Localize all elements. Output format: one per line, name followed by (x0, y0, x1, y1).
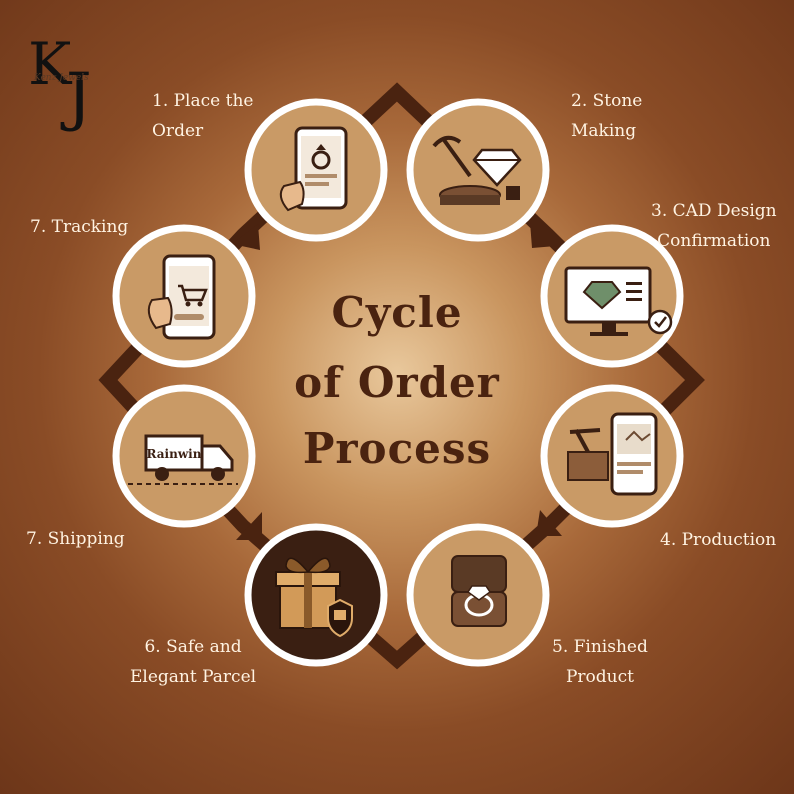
step-4-label: 4. Production (660, 530, 777, 550)
step-3-node (540, 224, 684, 368)
truck-icon: Rainwin (128, 434, 238, 485)
title-line-2: of Order (294, 358, 500, 407)
factory-phone-icon (567, 412, 658, 496)
arrow-head-2-3 (530, 222, 556, 248)
monitor-cad-icon (564, 266, 673, 336)
step-1-label: 1. Place the Order (152, 91, 254, 141)
title-line-3: Process (302, 424, 492, 473)
phone-cart-icon (147, 254, 216, 340)
step-2-label: 2. Stone Making (571, 91, 643, 141)
step-4-node (540, 384, 684, 528)
logo-monogram-k: K (28, 30, 73, 98)
step-3-label: 3. CAD Design Confirmation (651, 201, 777, 251)
step-2-node (406, 98, 550, 242)
step-6-label: 6. Safe and Elegant Parcel (130, 637, 257, 687)
step-5-label: 5. Finished Product (552, 637, 648, 687)
gift-lock-icon (275, 557, 353, 638)
logo-script-text: Kenz Jewels (33, 73, 89, 83)
step-1-node (244, 98, 388, 242)
ring-box-icon (451, 555, 507, 627)
title-line-1: Cycle (331, 288, 463, 337)
logo-monogram-j: J (60, 60, 92, 134)
step-7-shipping-node: Rainwin (112, 384, 256, 528)
step-7-shipping-label: 7. Shipping (26, 529, 125, 549)
step-7-tracking-label: 7. Tracking (30, 217, 129, 237)
step-5-node (406, 523, 550, 667)
brand-logo: K J Kenz Jewels (28, 30, 92, 134)
arrow-head-4-5 (536, 510, 562, 536)
diamond-tools-icon (432, 135, 522, 205)
arrow-head-6-7 (236, 512, 262, 540)
phone-ring-icon (279, 126, 348, 212)
arrow-head-7-1 (232, 224, 260, 250)
step-7-tracking-node (112, 224, 256, 368)
step-6-node (244, 523, 388, 667)
truck-brand-text: Rainwin (147, 447, 202, 461)
